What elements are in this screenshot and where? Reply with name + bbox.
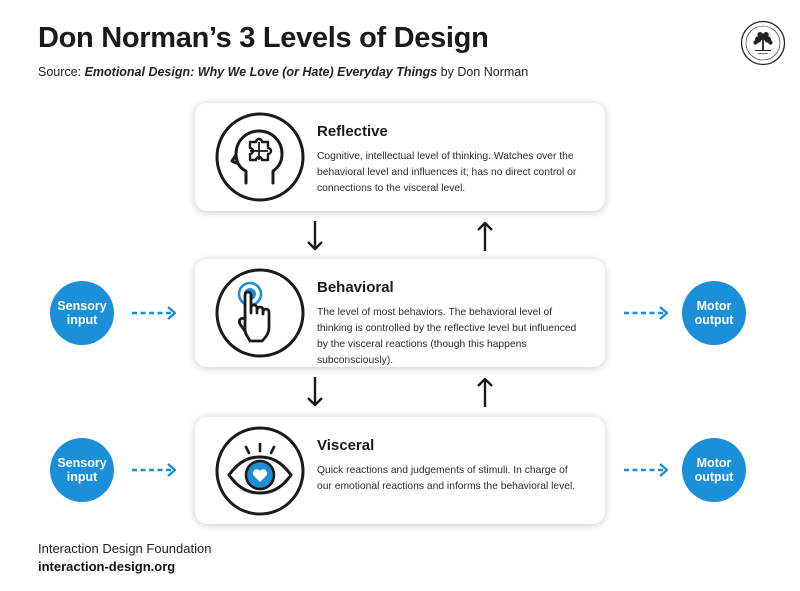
hand-pointer-icon: [215, 268, 305, 358]
motor-output-circle: Motor output: [682, 438, 746, 502]
idf-logo-icon: [740, 20, 786, 66]
arrow-up-visceral-to-behavioral: [477, 377, 493, 407]
footer-org: Interaction Design Foundation: [38, 541, 212, 556]
arrow-down-reflective-to-behavioral: [307, 221, 323, 251]
footer-url[interactable]: interaction-design.org: [38, 559, 176, 574]
source-book: Emotional Design: Why We Love (or Hate) …: [84, 65, 438, 79]
sensory-input-circle: Sensory input: [50, 281, 114, 345]
arrow-down-behavioral-to-visceral: [307, 377, 323, 407]
motor-output-label: Motor output: [694, 456, 734, 484]
level-desc-reflective: Cognitive, intellectual level of thinkin…: [317, 151, 577, 194]
card-behavioral: Behavioral The level of most behaviors. …: [195, 259, 605, 367]
source-suffix: by Don Norman: [437, 65, 529, 79]
arrow-up-behavioral-to-reflective: [477, 221, 493, 251]
eye-heart-icon: [215, 426, 305, 516]
dashed-arrow-input-behavioral: [132, 306, 177, 320]
source-prefix: Source:: [38, 65, 85, 79]
motor-output-label: Motor output: [694, 299, 734, 327]
level-name-behavioral: Behavioral: [317, 279, 394, 296]
sensory-input-label: Sensory input: [57, 456, 107, 484]
level-desc-behavioral: The level of most behaviors. The behavio…: [317, 307, 577, 366]
level-name-visceral: Visceral: [317, 437, 375, 454]
head-puzzle-icon: [215, 112, 305, 202]
card-reflective: Reflective Cognitive, intellectual level…: [195, 103, 605, 211]
level-desc-visceral: Quick reactions and judgements of stimul…: [317, 465, 576, 492]
sensory-input-label: Sensory input: [57, 299, 107, 327]
source-line: Source: Emotional Design: Why We Love (o…: [38, 65, 528, 79]
dashed-arrow-output-visceral: [624, 463, 669, 477]
dashed-arrow-output-behavioral: [624, 306, 669, 320]
dashed-arrow-input-visceral: [132, 463, 177, 477]
level-name-reflective: Reflective: [317, 123, 388, 140]
card-visceral: Visceral Quick reactions and judgements …: [195, 417, 605, 524]
sensory-input-circle: Sensory input: [50, 438, 114, 502]
motor-output-circle: Motor output: [682, 281, 746, 345]
page-title: Don Norman’s 3 Levels of Design: [38, 22, 489, 54]
